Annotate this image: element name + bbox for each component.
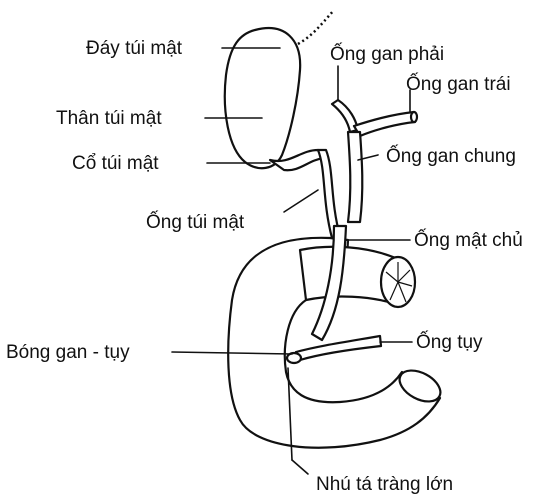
label-pancreatic-duct: Ống tụy [416,331,483,353]
label-cystic-duct: Ống túi mật [146,211,245,233]
label-body: Thân túi mật [56,108,162,129]
label-left-hepatic: Ống gan trái [406,73,511,95]
label-common-hepatic: Ống gan chung [386,145,516,167]
pancreatic-duct [296,336,381,360]
fundus-thread [298,10,334,44]
label-common-bile: Ống mật chủ [414,229,523,251]
gallbladder [225,28,300,168]
left-hepatic-duct-end [411,112,417,122]
label-neck: Cổ túi mật [72,153,159,174]
label-fundus: Đáy túi mật [86,38,183,59]
cystic-duct [318,150,340,238]
common-hepatic-duct [348,132,362,222]
label-major-papilla: Nhú tá tràng lớn [316,474,453,495]
left-hepatic-duct [354,112,415,136]
label-right-hepatic: Ống gan phải [330,43,444,65]
label-ampulla: Bóng gan - tụy [6,342,130,363]
